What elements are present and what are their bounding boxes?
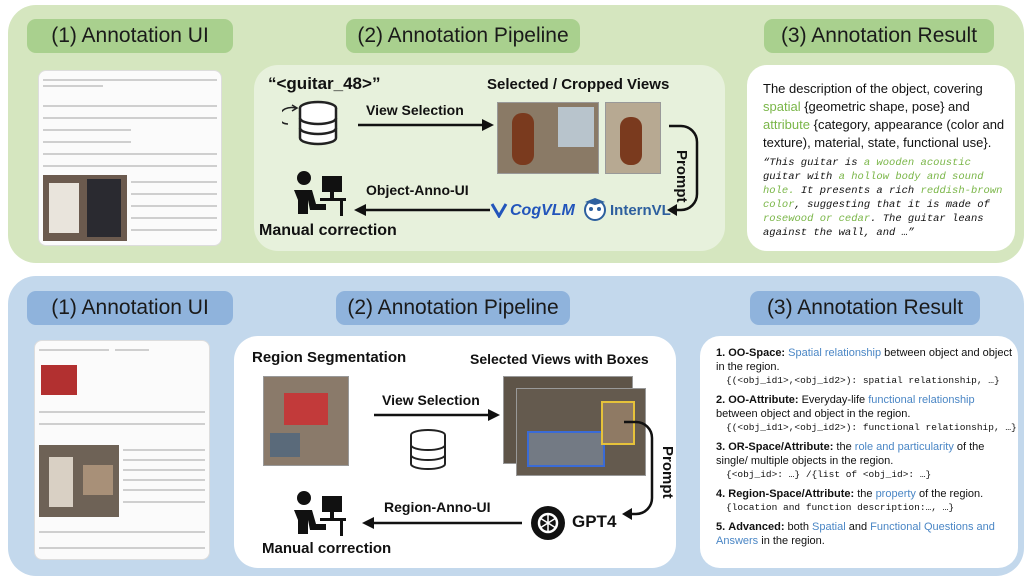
internvl-logo: InternVL	[610, 202, 671, 219]
item-text: the	[854, 488, 876, 500]
prompt-label: Prompt	[673, 150, 690, 203]
item-text: the	[833, 441, 855, 453]
result-spatial-term: spatial	[763, 99, 801, 114]
object-result-text: The description of the object, covering …	[763, 80, 1009, 152]
result-item: 4. Region-Space/Attribute: the property …	[716, 487, 1012, 515]
object-annotation-ui-screenshot	[38, 70, 222, 246]
item-number: 2.	[716, 394, 726, 406]
quote-part: a wooden acoustic	[863, 157, 971, 169]
selected-views-title: Selected / Cropped Views	[487, 76, 670, 93]
quote-part: guitar with	[763, 171, 839, 183]
segmentation-thumbnail	[41, 365, 77, 395]
item-text: functional relationship	[868, 394, 975, 406]
result-line-3: {category, appearance (color and texture…	[763, 117, 1005, 150]
object-anno-ui-arrow	[354, 204, 490, 216]
item-number: 4.	[716, 488, 726, 500]
item-title: Region-Space/Attribute:	[728, 488, 855, 500]
manual-correction-label: Manual correction	[259, 222, 397, 239]
cogvlm-logo: CogVLM	[510, 202, 575, 219]
item-title: OR-Space/Attribute:	[728, 441, 834, 453]
bottom-header-annotation-ui: (1) Annotation UI	[27, 291, 233, 325]
result-line-1: The description of the object, covering	[763, 81, 983, 96]
region-segmentation-title: Region Segmentation	[252, 349, 407, 366]
region-view-back	[516, 388, 646, 476]
result-line-2: {geometric shape, pose} and	[804, 99, 970, 114]
item-code: {<obj_id>: …} /{list of <obj_id>: …}	[726, 469, 932, 480]
item-code: {(<obj_id1>,<obj_id2>): spatial relation…	[726, 375, 1000, 386]
top-header-annotation-result: (3) Annotation Result	[764, 19, 994, 53]
item-text: Functional Questions and Answers	[716, 521, 995, 547]
item-title: OO-Space:	[728, 347, 786, 359]
item-text: Spatial	[812, 521, 846, 533]
object-id-label: “<guitar_48>”	[268, 74, 381, 93]
item-text: Everyday-life	[798, 394, 869, 406]
selected-views-boxes-title: Selected Views with Boxes	[470, 351, 649, 367]
item-text: of the single/ multiple objects in the r…	[716, 441, 985, 467]
openai-icon	[531, 506, 565, 540]
item-text: in the region.	[758, 535, 825, 547]
item-text: between object and object in the region.	[716, 347, 1012, 373]
quote-part: “This guitar is	[763, 157, 864, 169]
region-anno-ui-label: Region-Anno-UI	[384, 499, 491, 515]
view-selection-label: View Selection	[382, 392, 480, 408]
item-text: Spatial relationship	[785, 347, 882, 359]
result-item: 3. OR-Space/Attribute: the role and part…	[716, 440, 1012, 482]
item-number: 5.	[716, 521, 726, 533]
quote-part: , suggesting that it is made of	[794, 199, 990, 211]
internvl-icon	[584, 198, 606, 221]
item-text: between object and object in the region.	[716, 408, 911, 420]
database-icon	[282, 100, 338, 146]
result-item: 5. Advanced: both Spatial and Functional…	[716, 520, 1012, 548]
item-number: 3.	[716, 441, 726, 453]
region-segmentation-image	[263, 376, 349, 466]
item-text: and	[845, 521, 871, 533]
prompt-label: Prompt	[659, 446, 676, 499]
quote-part: reddish-brown color	[763, 185, 1003, 211]
view-selection-arrow	[374, 409, 500, 421]
region-annotation-ui-screenshot	[34, 340, 210, 560]
room-photo	[39, 445, 119, 517]
item-text: role and particularity	[854, 441, 954, 453]
room-photo	[43, 175, 127, 241]
region-result-list: 1. OO-Space: Spatial relationship betwee…	[716, 346, 1017, 548]
result-attribute-term: attribute	[763, 117, 810, 132]
guitar-view-1	[497, 102, 599, 174]
guitar-view-2	[605, 102, 661, 174]
item-text: of the region.	[915, 488, 984, 500]
object-result-quote: “This guitar is a wooden acoustic guitar…	[763, 156, 1011, 240]
quote-part: It presents a rich	[794, 185, 921, 197]
item-title: OO-Attribute:	[728, 394, 799, 406]
result-item: 2. OO-Attribute: Everyday-life functiona…	[716, 393, 1017, 435]
view-selection-arrow	[358, 119, 494, 131]
item-text: both	[784, 521, 813, 533]
manual-correction-label: Manual correction	[262, 540, 392, 557]
person-at-computer-icon	[294, 491, 346, 536]
item-text: property	[875, 488, 916, 500]
quote-part: rosewood or cedar	[763, 213, 871, 225]
quote-part: a hollow body and sound hole.	[763, 171, 984, 197]
person-at-computer-icon	[294, 171, 346, 216]
cogvlm-icon	[490, 203, 508, 218]
top-header-annotation-pipeline: (2) Annotation Pipeline	[346, 19, 580, 53]
prompt-arrow	[667, 124, 699, 216]
object-anno-ui-label: Object-Anno-UI	[366, 182, 469, 198]
object-result-box	[747, 65, 1015, 251]
item-title: Advanced:	[728, 521, 785, 533]
item-number: 1.	[716, 347, 726, 359]
bottom-header-annotation-pipeline: (2) Annotation Pipeline	[336, 291, 570, 325]
item-code: {location and function description:…, …}	[726, 502, 955, 513]
region-result-box	[700, 336, 1018, 568]
gpt4-label: GPT4	[572, 512, 617, 531]
result-item: 1. OO-Space: Spatial relationship betwee…	[716, 346, 1012, 388]
bottom-header-annotation-result: (3) Annotation Result	[750, 291, 980, 325]
database-icon	[410, 429, 446, 470]
quote-part: . The guitar leans against the wall, and…	[763, 213, 984, 239]
prompt-arrow	[622, 420, 654, 520]
top-header-annotation-ui: (1) Annotation UI	[27, 19, 233, 53]
item-code: {(<obj_id1>,<obj_id2>): functional relat…	[726, 422, 1017, 433]
view-selection-label: View Selection	[366, 102, 464, 118]
region-anno-ui-arrow	[362, 517, 522, 529]
